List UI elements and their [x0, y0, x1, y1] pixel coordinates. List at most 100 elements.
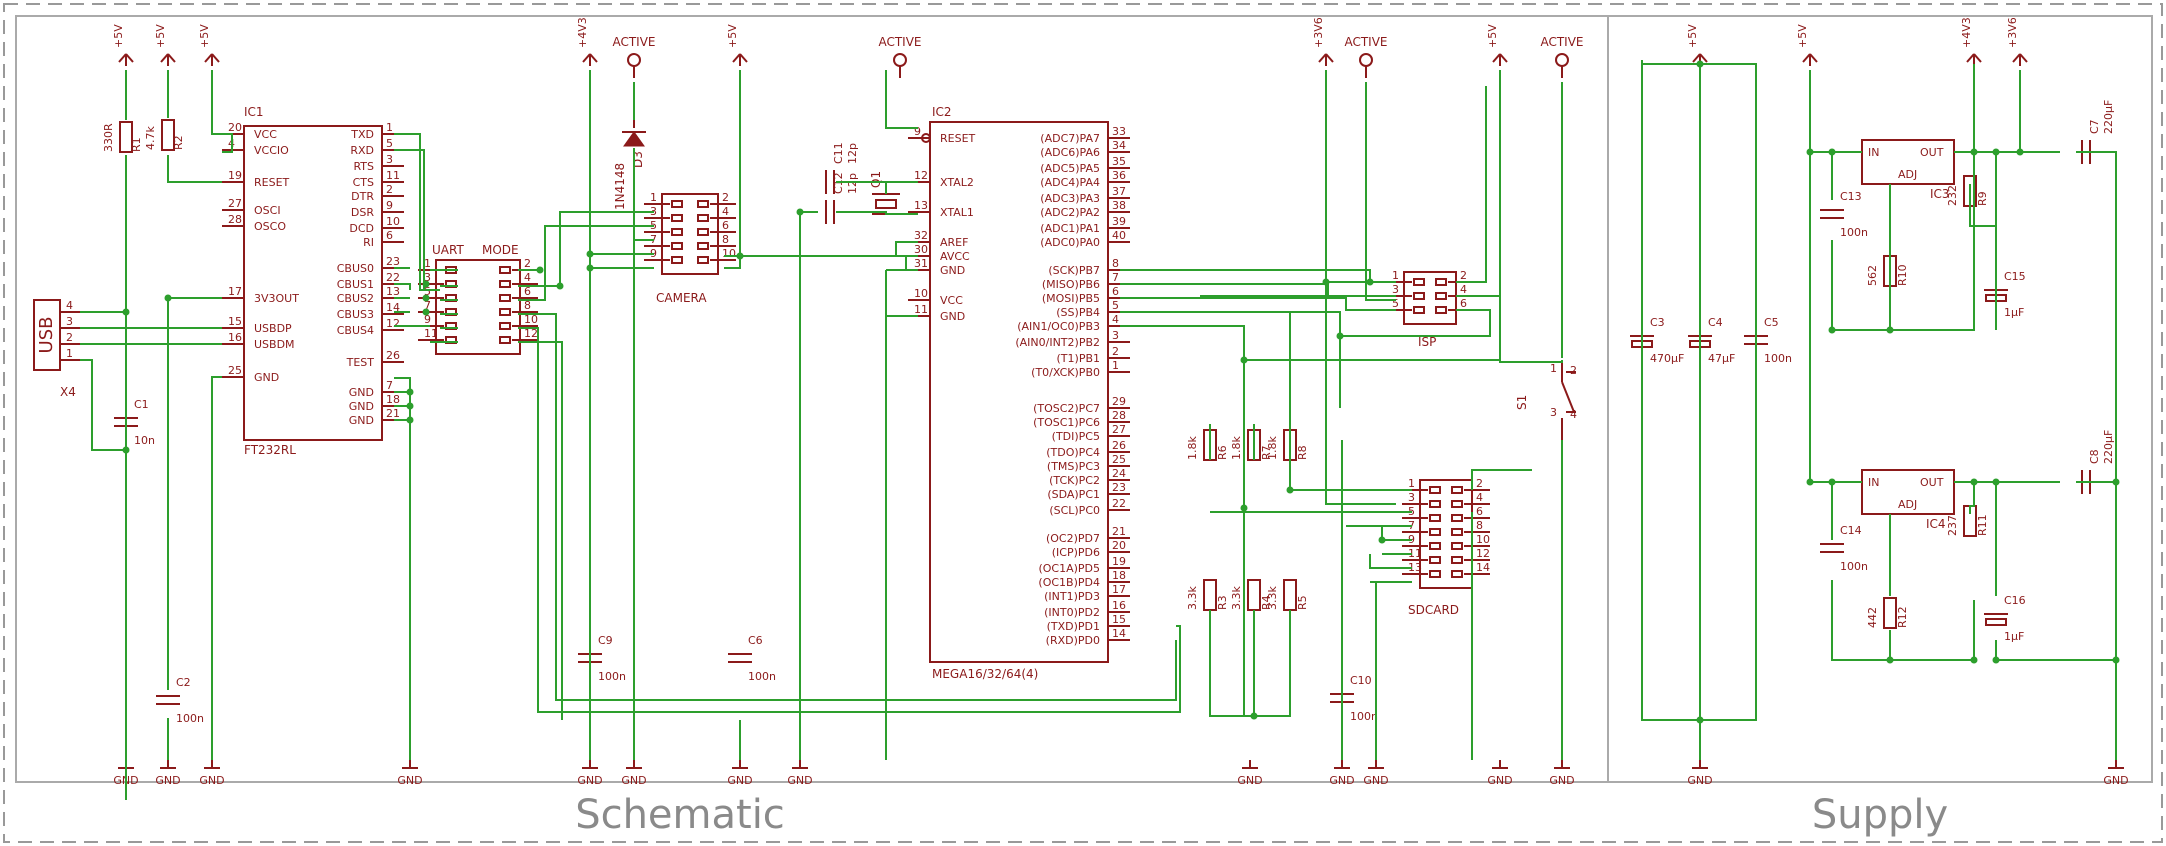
junction-dot [556, 282, 564, 290]
ic2-pin-2: 2(T1)PB1 [1057, 345, 1130, 365]
s1-pin-4: 4 [1570, 408, 1577, 421]
ic2-part: MEGA16/32/64(4) [932, 667, 1038, 681]
isp-pin-number: 4 [1460, 283, 1467, 296]
supply-label: +5V [726, 24, 739, 48]
supply-label: +5V [198, 24, 211, 48]
sdcard-contact [1451, 542, 1463, 550]
isp-contact [1435, 292, 1447, 300]
sdcard-pin-number: 6 [1476, 505, 1483, 518]
gnd-symbol: GND [1237, 760, 1263, 787]
junction-dot [164, 294, 172, 302]
ic2-pin-number: 22 [1112, 497, 1126, 510]
ic2-pin-name: (TXD)PD1 [1047, 620, 1100, 633]
capacitor-name: C13 [1840, 190, 1862, 203]
ic2-pin-name: (SCK)PB7 [1048, 264, 1100, 277]
ic2-pin-number: 28 [1112, 409, 1126, 422]
section-label-schematic: Schematic [575, 792, 785, 838]
junction-dot [1970, 148, 1978, 156]
gnd-label: GND [1687, 774, 1712, 787]
isp-pin-number: 2 [1460, 269, 1467, 282]
ic2-pin-number: 30 [914, 243, 928, 256]
capacitor-c3: C3 470µF [1630, 316, 1684, 365]
active-label: ACTIVE [878, 35, 921, 49]
resistor-value: 232 [1946, 185, 1959, 206]
capacitor-name: C1 [134, 398, 149, 411]
camera-contact [671, 214, 683, 222]
ic2-pin-39: 39(ADC1)PA1 [1040, 215, 1130, 235]
ic2-pin-38: 38(ADC2)PA2 [1040, 199, 1130, 219]
junction-dot [422, 280, 430, 288]
gnd-symbol: GND [727, 760, 753, 787]
ic1-pin-name: TXD [350, 128, 374, 141]
ic2-pin-number: 13 [914, 199, 928, 212]
capacitor-value: 470µF [1650, 352, 1684, 365]
uart-name: UART [432, 243, 464, 257]
camera-pin-number: 6 [722, 219, 729, 232]
capacitor-name: C3 [1650, 316, 1665, 329]
resistor-value: 3.3k [1266, 586, 1279, 610]
capacitor-value: 100n [598, 670, 626, 683]
ic1-pin-number: 1 [386, 121, 393, 134]
junction-dot [1322, 278, 1330, 286]
ic2-pin-number: 21 [1112, 525, 1126, 538]
ic2-pin-name: (TOSC1)PC6 [1033, 416, 1100, 429]
gnd-symbol: GND [2103, 760, 2129, 787]
ic2-pin-33: 33(ADC7)PA7 [1040, 125, 1130, 145]
sdcard-pin-number: 10 [1476, 533, 1490, 546]
junction-dot [1886, 656, 1894, 664]
supply-symbols: +5V+5V+5V+4V3+5V+3V6+5V+5V+5V+4V3+3V6ACT… [112, 17, 2129, 787]
ic2-pin-number: 34 [1112, 139, 1126, 152]
capacitor-value: 47µF [1708, 352, 1735, 365]
regulator-ic3: IN OUT ADJ IC3 [1861, 139, 1955, 201]
diode-d3-triangle [623, 131, 645, 147]
junction-dot [586, 264, 594, 272]
ic1-pin-name: CTS [353, 176, 374, 189]
supply-arrow: +3V6 [1312, 17, 1334, 66]
d3-value: 1N4148 [613, 163, 627, 210]
ic2-pin-name: (AIN0/INT2)PB2 [1015, 336, 1100, 349]
ic1-pin-number: 26 [386, 349, 400, 362]
junction-dot [1992, 656, 2000, 664]
ic2-pin-28: 28 (TOSC1)PC6 [1033, 409, 1130, 429]
junction-dot [406, 388, 414, 396]
junction-dot [1806, 478, 1814, 486]
ic2-pin-19: 19(OC1A)PD5 [1038, 555, 1130, 575]
ic4-in: IN [1868, 476, 1879, 489]
wires [80, 60, 2117, 800]
ic2-pin-number: 27 [1112, 423, 1126, 436]
ic2-pin-name: (INT1)PD3 [1044, 590, 1100, 603]
gnd-label: GND [787, 774, 812, 787]
usb-pin-3: 3 [66, 315, 73, 328]
ic2-pin-number: 39 [1112, 215, 1126, 228]
junction-dot [1696, 60, 1704, 68]
ic1-pin-number: 18 [386, 393, 400, 406]
active-signal: ACTIVE [878, 35, 922, 78]
resistor-value: 442 [1866, 607, 1879, 628]
gnd-label: GND [1549, 774, 1574, 787]
gnd-symbol: GND [1487, 760, 1513, 787]
ic1-pin-name: CBUS4 [337, 324, 374, 337]
supply-label: +5V [154, 24, 167, 48]
gnd-symbol: GND [1363, 760, 1389, 787]
sdcard-contact [1451, 528, 1463, 536]
sdcard-contact [1451, 514, 1463, 522]
ic2-pin-name: (OC2)PD7 [1046, 532, 1100, 545]
capacitor-value: 100n [176, 712, 204, 725]
uart-contact [499, 266, 511, 274]
resistor-name: R11 [1976, 514, 1989, 536]
ic1-pin-name: GND [349, 414, 374, 427]
sdcard-contact [1429, 500, 1441, 508]
resistor-name: R6 [1216, 445, 1229, 460]
ic2-body [929, 121, 1109, 663]
ic2-pin-name: (ADC6)PA6 [1040, 146, 1100, 159]
